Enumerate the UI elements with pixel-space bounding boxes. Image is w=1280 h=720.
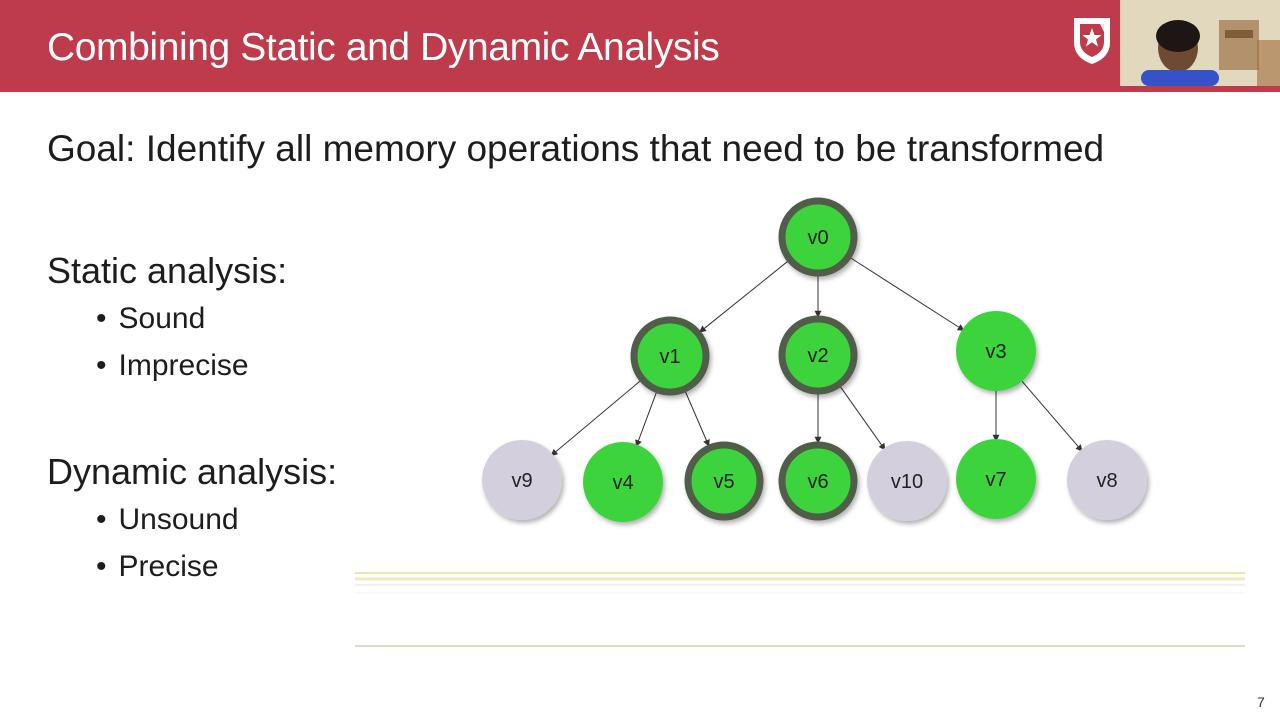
node-circle-v7 [956, 439, 1036, 519]
node-label-v10: v10 [891, 471, 923, 493]
node-circle-v5 [684, 441, 764, 521]
goal-statement: Goal: Identify all memory operations tha… [47, 128, 1105, 169]
node-v9: v9 [482, 440, 562, 520]
edge-v2-v10 [839, 385, 886, 451]
static-analysis-heading: Static analysis: [47, 250, 288, 291]
slide-title: Combining Static and Dynamic Analysis [47, 26, 720, 69]
node-label-v9: v9 [511, 470, 532, 492]
node-circle-v6 [778, 441, 858, 521]
university-logo-icon [1074, 18, 1110, 64]
edge-v3-v8 [1020, 379, 1083, 452]
presenter-video-feed [1120, 0, 1280, 86]
static-bullet-sound: •Sound [96, 302, 206, 335]
node-label-v6: v6 [807, 471, 828, 493]
dynamic-bullet-precise: •Precise [96, 550, 219, 583]
node-circle-v3 [956, 311, 1036, 391]
node-label-v3: v3 [985, 341, 1006, 363]
node-label-v8: v8 [1096, 470, 1117, 492]
node-v3: v3 [956, 311, 1036, 391]
faded-content-area [355, 572, 1245, 647]
node-label-v7: v7 [985, 469, 1006, 491]
page-number: 7 [1257, 694, 1265, 710]
edge-v1-v4 [635, 391, 658, 448]
static-bullet-imprecise: •Imprecise [96, 349, 249, 382]
node-circle-v2 [778, 315, 858, 395]
node-v8: v8 [1067, 440, 1147, 520]
edge-v0-v1 [699, 260, 789, 333]
node-v1: v1 [630, 316, 710, 396]
node-circle-v1 [630, 316, 710, 396]
node-v2: v2 [778, 315, 858, 395]
node-circle-v0 [778, 197, 858, 277]
edge-v1-v5 [684, 390, 710, 447]
edge-v0-v3 [849, 257, 965, 331]
node-label-v4: v4 [612, 472, 633, 494]
slide-header: Combining Static and Dynamic Analysis [0, 0, 1280, 92]
node-v0: v0 [778, 197, 858, 277]
dynamic-analysis-heading: Dynamic analysis: [47, 451, 338, 492]
node-circle-v9 [482, 440, 562, 520]
node-v6: v6 [778, 441, 858, 521]
node-label-v5: v5 [713, 471, 734, 493]
node-label-v2: v2 [807, 345, 828, 367]
dynamic-bullet-unsound: •Unsound [96, 503, 239, 536]
presenter-image-icon [1121, 0, 1280, 86]
node-v4: v4 [583, 442, 663, 522]
node-circle-v10 [867, 441, 947, 521]
node-v10: v10 [867, 441, 947, 521]
node-v7: v7 [956, 439, 1036, 519]
node-circle-v4 [583, 442, 663, 522]
edge-v1-v9 [550, 380, 642, 457]
node-v5: v5 [684, 441, 764, 521]
node-circle-v8 [1067, 440, 1147, 520]
node-label-v0: v0 [807, 227, 828, 249]
node-label-v1: v1 [659, 346, 680, 368]
